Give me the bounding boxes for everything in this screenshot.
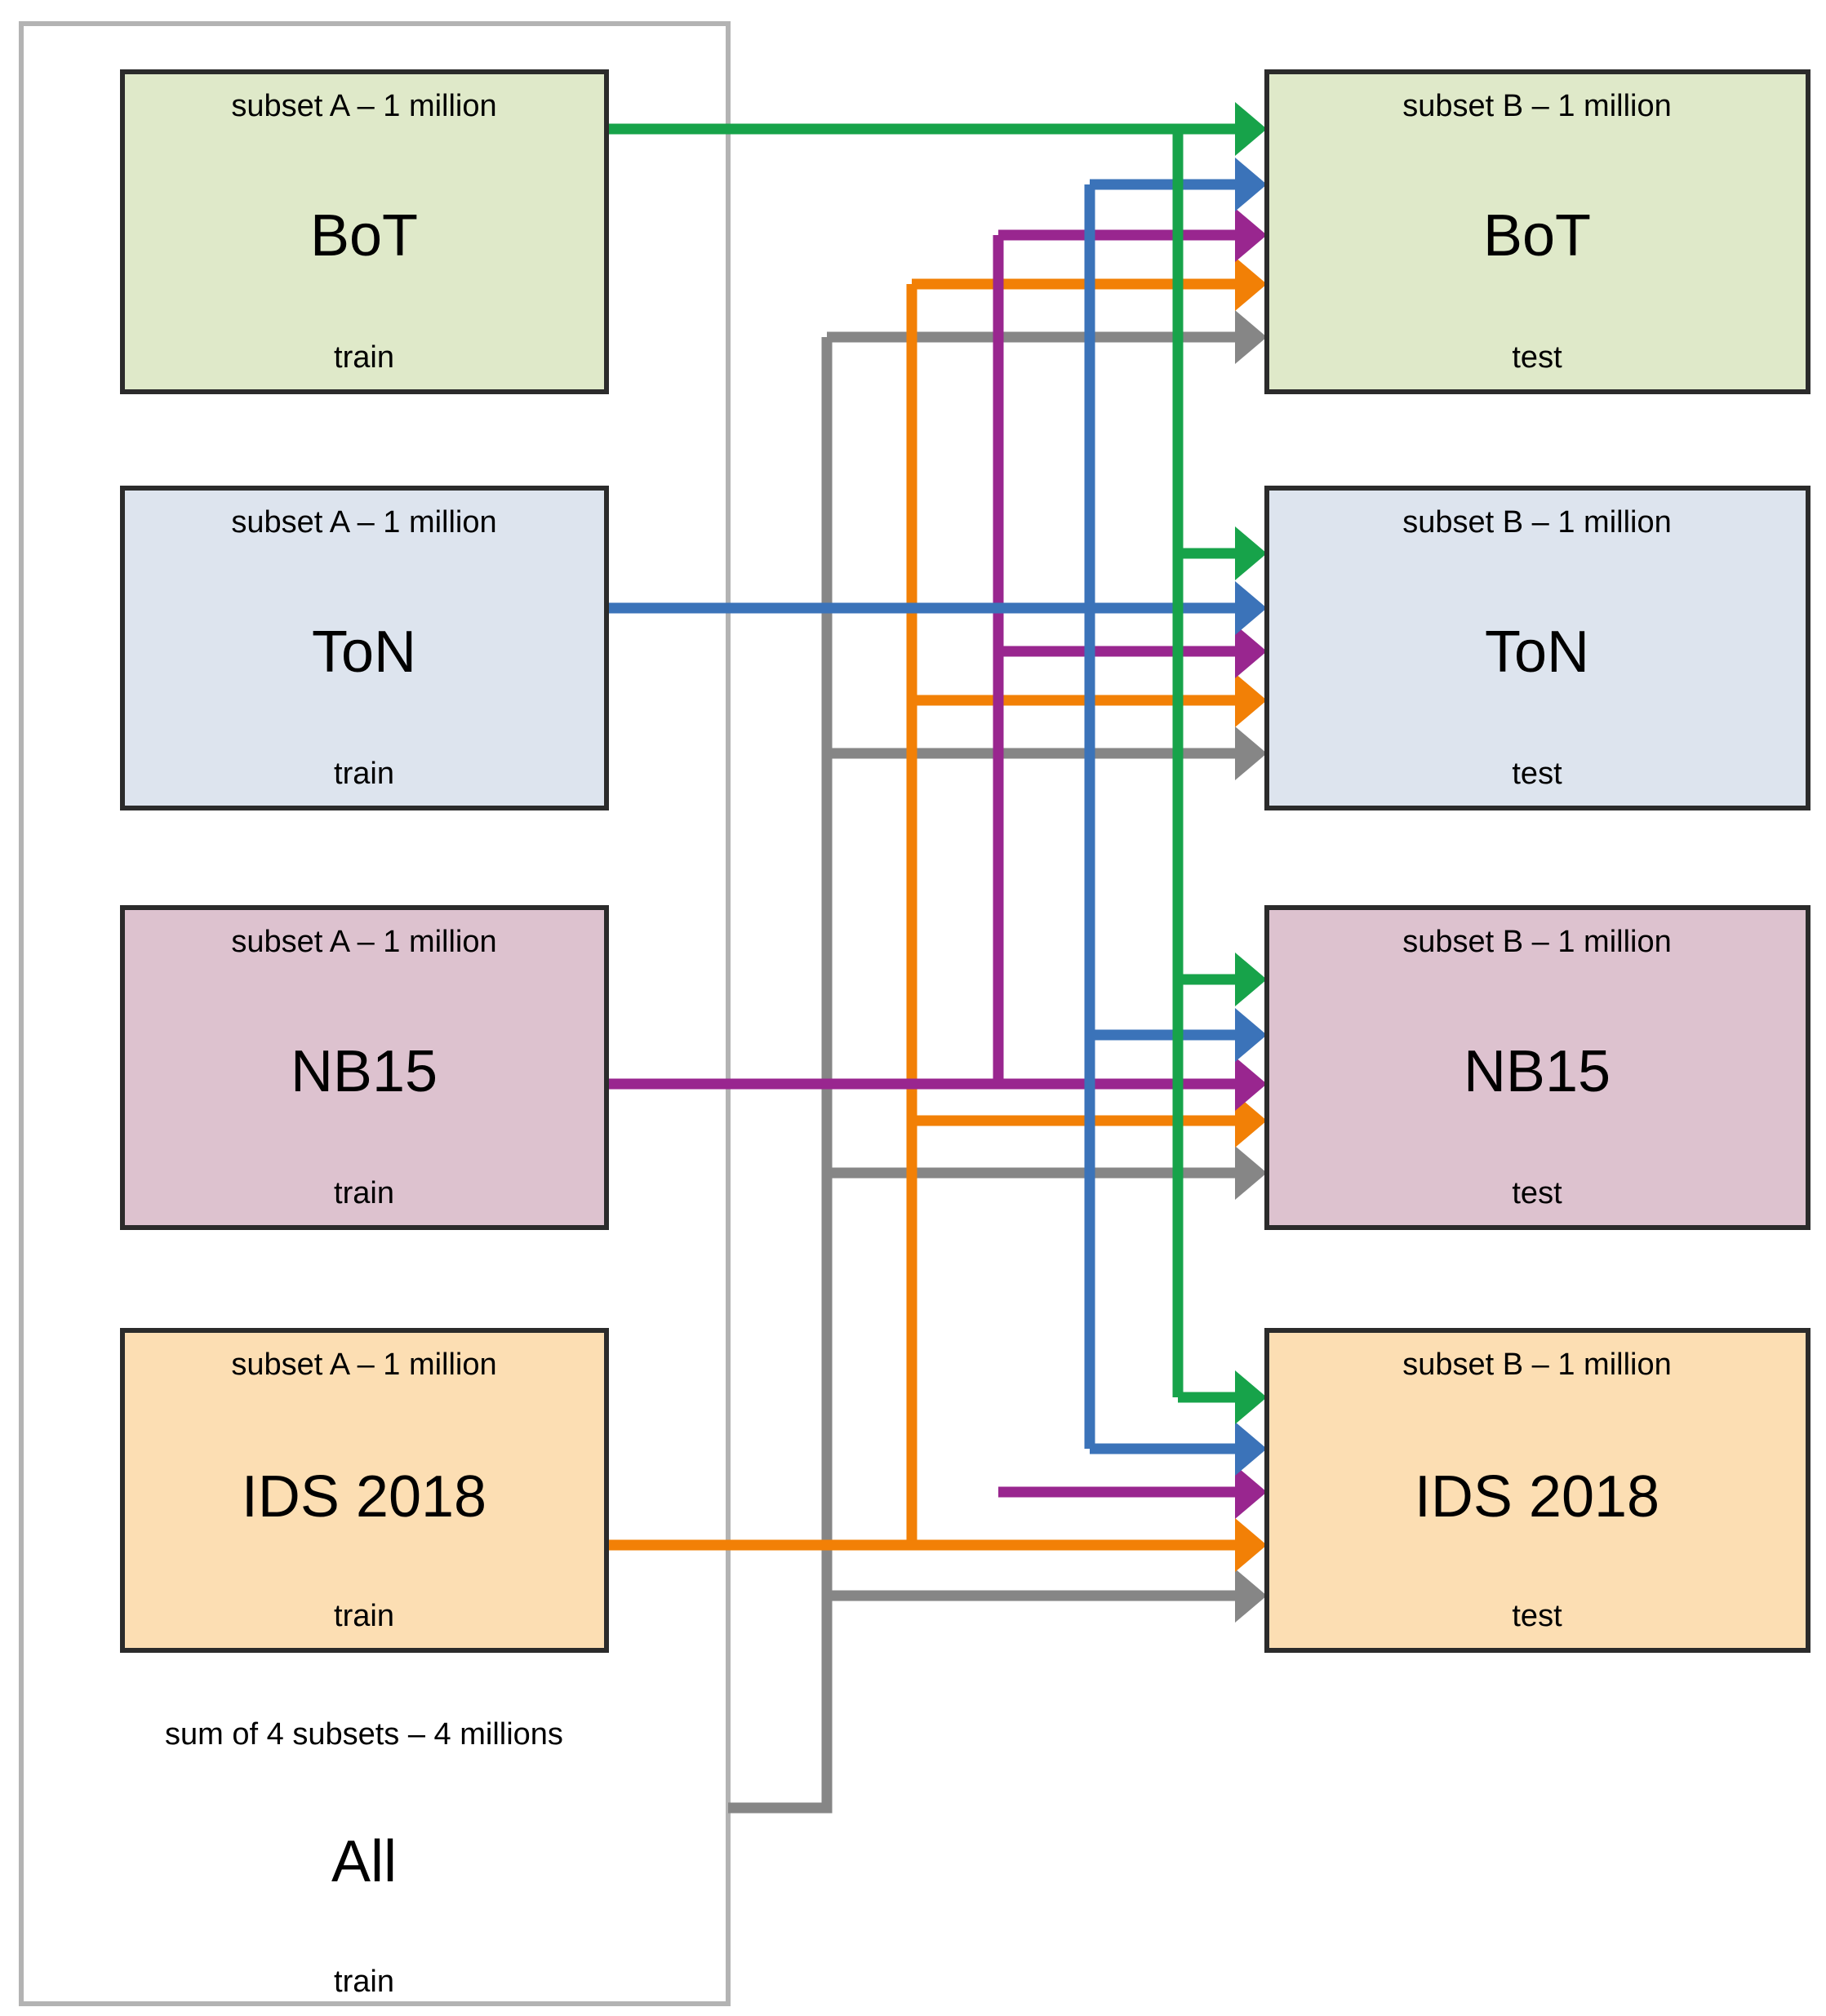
train-box-ids2018-name: IDS 2018: [242, 1464, 486, 1530]
test-box-bot-name: BoT: [1483, 203, 1591, 269]
train-box-nb15[interactable]: subset A – 1 million NB15 train: [120, 905, 609, 1230]
all-group-split: train: [334, 1965, 394, 1999]
train-box-bot-header: subset A – 1 million: [231, 89, 496, 123]
train-box-ids2018-header: subset A – 1 million: [231, 1348, 496, 1382]
train-box-nb15-split: train: [334, 1176, 394, 1210]
train-box-ton[interactable]: subset A – 1 million ToN train: [120, 486, 609, 810]
test-box-ids2018-name: IDS 2018: [1415, 1464, 1659, 1530]
test-box-ton-split: test: [1512, 757, 1562, 791]
test-box-nb15[interactable]: subset B – 1 million NB15 test: [1264, 905, 1810, 1230]
test-box-nb15-split: test: [1512, 1176, 1562, 1210]
test-box-bot-split: test: [1512, 340, 1562, 375]
test-box-ids2018-header: subset B – 1 million: [1402, 1348, 1672, 1382]
test-box-nb15-name: NB15: [1464, 1039, 1611, 1104]
train-box-nb15-header: subset A – 1 million: [231, 925, 496, 959]
train-box-bot-name: BoT: [310, 203, 418, 269]
train-box-ids2018-split: train: [334, 1599, 394, 1633]
test-box-ton[interactable]: subset B – 1 million ToN test: [1264, 486, 1810, 810]
test-box-bot-header: subset B – 1 million: [1402, 89, 1672, 123]
train-box-ton-header: subset A – 1 million: [231, 505, 496, 540]
test-box-ids2018-split: test: [1512, 1599, 1562, 1633]
test-box-ids2018[interactable]: subset B – 1 million IDS 2018 test: [1264, 1328, 1810, 1653]
test-box-ton-name: ToN: [1485, 619, 1589, 685]
test-box-nb15-header: subset B – 1 million: [1402, 925, 1672, 959]
test-box-bot[interactable]: subset B – 1 million BoT test: [1264, 69, 1810, 394]
train-box-bot[interactable]: subset A – 1 million BoT train: [120, 69, 609, 394]
edge-group-bot-green: [606, 102, 1267, 1424]
all-group-name: All: [331, 1829, 397, 1894]
edge-group-nb15-purple: [606, 208, 1267, 1519]
edge-group-all-gray: [728, 310, 1267, 1814]
train-box-ton-split: train: [334, 757, 394, 791]
edge-group-ton-blue: [606, 158, 1267, 1476]
test-box-ton-header: subset B – 1 million: [1402, 505, 1672, 540]
train-box-ids2018[interactable]: subset A – 1 million IDS 2018 train: [120, 1328, 609, 1653]
edge-group-ids2018-orange: [606, 257, 1267, 1572]
all-group-header: sum of 4 subsets – 4 millions: [165, 1717, 563, 1752]
train-box-nb15-name: NB15: [291, 1039, 438, 1104]
all-group-labels: sum of 4 subsets – 4 millions All train: [165, 1717, 563, 1999]
train-box-bot-split: train: [334, 340, 394, 375]
train-box-ton-name: ToN: [312, 619, 416, 685]
